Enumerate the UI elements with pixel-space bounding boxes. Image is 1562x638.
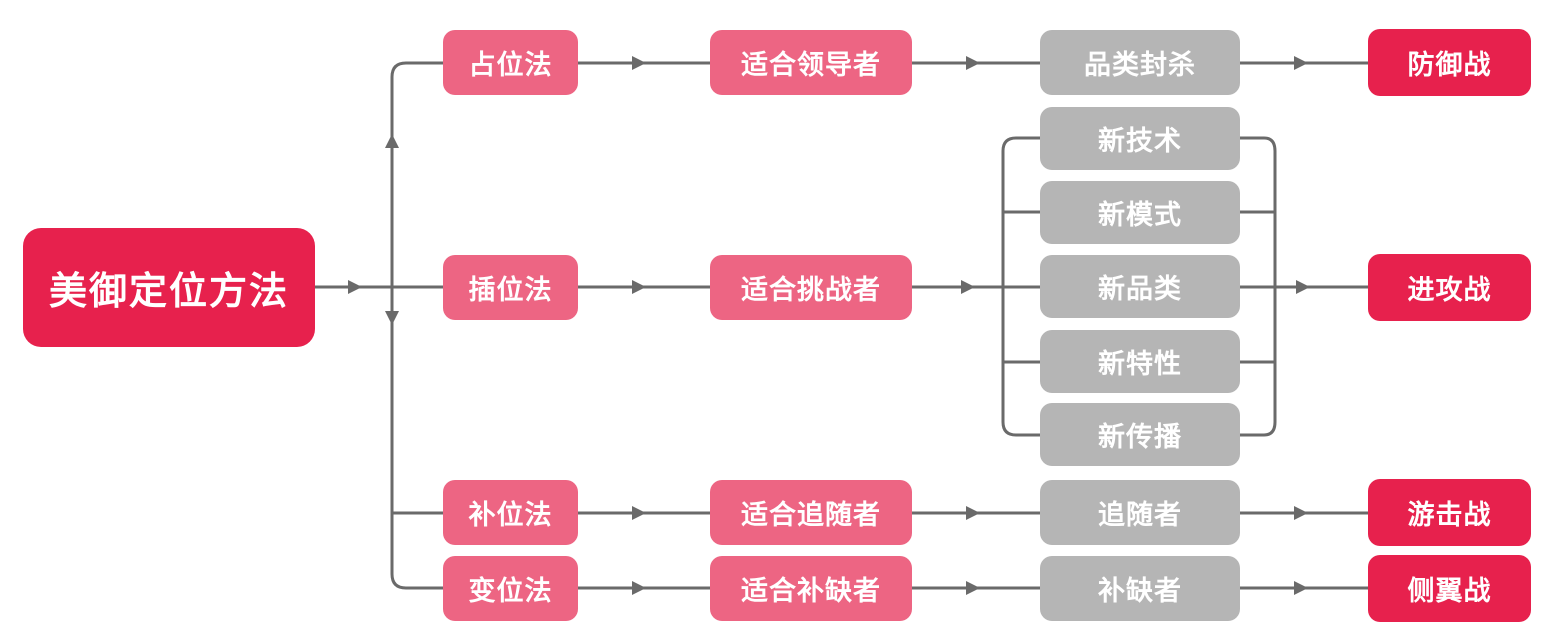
stack-left-bracket [1001,136,1040,437]
node-tactic-follower: 追随者 [1040,480,1240,545]
node-tactic-nicher: 补缺者 [1040,556,1240,621]
arrow-icon [966,581,980,595]
node-strategy-guerrilla: 游击战 [1368,479,1531,546]
arrow-icon [966,506,980,520]
arrow-icon [632,280,646,294]
node-method-shift: 变位法 [443,556,578,621]
arrow-icon [632,56,646,70]
node-root: 美御定位方法 [23,228,315,347]
arrow-icon [632,581,646,595]
stack-right-bracket [1240,136,1277,437]
arrow-icon [1294,56,1308,70]
node-method-insert: 插位法 [443,255,578,320]
node-method-fill: 补位法 [443,480,578,545]
arrow-icon [966,56,980,70]
arrow-icon [1296,280,1310,294]
arrow-icon [348,280,362,294]
node-audience-challenger: 适合挑战者 [710,255,912,320]
node-method-occupy: 占位法 [443,30,578,95]
arrow-icon [632,506,646,520]
node-stack-new-category: 新品类 [1040,255,1240,318]
node-strategy-defense: 防御战 [1368,29,1531,96]
node-tactic-category-kill: 品类封杀 [1040,30,1240,95]
node-audience-follower: 适合追随者 [710,480,912,545]
node-stack-new-communication: 新传播 [1040,403,1240,466]
node-strategy-flank: 侧翼战 [1368,555,1531,622]
edge-branch-trunk [390,61,443,590]
node-stack-new-feature: 新特性 [1040,330,1240,393]
node-stack-new-technology: 新技术 [1040,107,1240,170]
arrow-down-icon [385,311,399,325]
arrow-icon [961,280,975,294]
arrow-icon [1294,506,1308,520]
node-stack-new-model: 新模式 [1040,181,1240,244]
node-strategy-attack: 进攻战 [1368,254,1531,321]
arrow-icon [1294,581,1308,595]
arrow-up-icon [385,134,399,148]
node-audience-nicher: 适合补缺者 [710,556,912,621]
node-audience-leader: 适合领导者 [710,30,912,95]
